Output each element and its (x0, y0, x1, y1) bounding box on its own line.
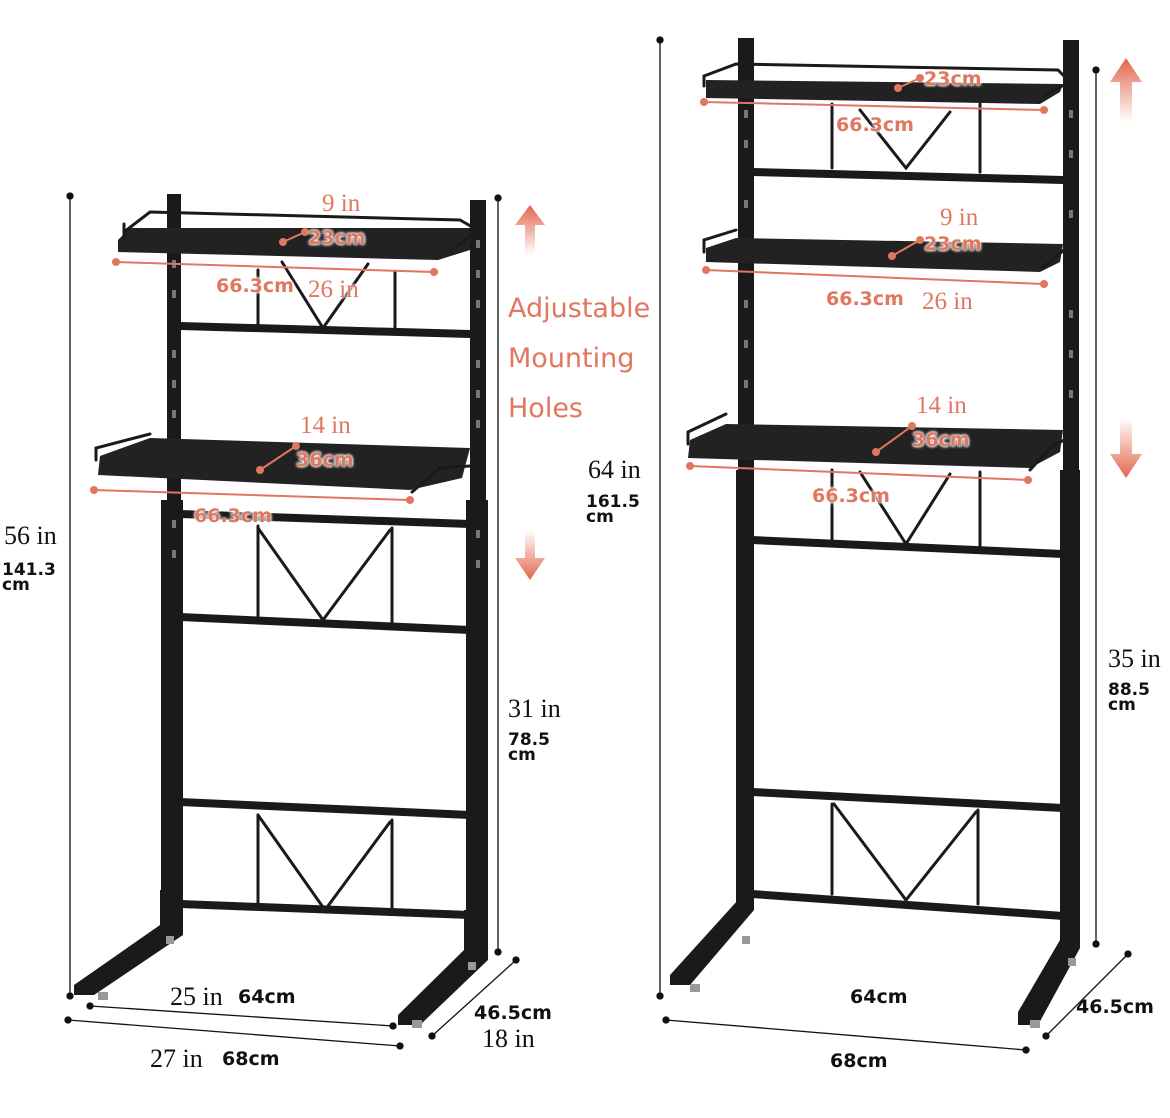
left-mid-shelf-depth-cm: 36cm (296, 449, 354, 471)
left-top-shelf-depth-in: 9 in (322, 190, 361, 217)
left-rack-top-shelf (118, 228, 470, 260)
left-top-shelf-width-cm: 66.3cm (216, 275, 294, 297)
left-clearance-height-cm-unit: cm (508, 745, 536, 765)
left-adjust-up-arrow (515, 205, 545, 255)
right-total-height-in: 64 in (588, 455, 641, 484)
left-rack-foot-left (74, 890, 183, 995)
left-top-shelf-depth-cm: 23cm (308, 227, 366, 249)
right-rack-third-shelf (688, 424, 1063, 468)
right-adjust-down-arrow (1110, 418, 1142, 478)
right-rack-shelf-dimension-lines (686, 74, 1048, 484)
left-rack-middle-shelf (98, 438, 470, 490)
right-second-shelf-depth-cm: 23cm (924, 233, 982, 255)
left-total-height-cm-unit: cm (2, 575, 30, 595)
left-rack-front-post-left (161, 500, 183, 920)
right-third-shelf-depth-in: 14 in (916, 392, 967, 419)
left-total-height-cm: 141.3 cm (2, 560, 56, 595)
right-clearance-height-cm-unit: cm (1108, 695, 1136, 715)
left-adjust-down-arrow (515, 530, 545, 580)
right-total-height-cm-unit: cm (586, 507, 614, 527)
left-total-height-in: 56 in (4, 521, 57, 550)
left-mid-shelf-depth-in: 14 in (300, 412, 351, 439)
right-inner-width-cm: 64cm (850, 986, 908, 1008)
left-clearance-height-cm: 78.5 cm (508, 730, 550, 765)
left-outer-width-in: 27 in (150, 1044, 203, 1073)
adjustable-mounting-holes-note: Adjustable Mounting Holes (508, 293, 651, 424)
right-depth-cm: 46.5cm (1076, 996, 1154, 1018)
left-depth-in: 18 in (482, 1024, 535, 1053)
left-rack (74, 194, 488, 1028)
left-inner-width-in: 25 in (170, 982, 223, 1011)
right-total-height-cm: 161.5 cm (586, 492, 640, 527)
right-total-height-cm-value: 161.5 (586, 492, 640, 512)
right-rack-top-shelf (706, 80, 1063, 104)
left-depth-cm: 46.5cm (474, 1002, 552, 1024)
right-adjust-up-arrow (1110, 58, 1142, 122)
right-clearance-height-in: 35 in (1108, 644, 1161, 673)
right-rack (670, 38, 1080, 1028)
left-inner-width-cm: 64cm (238, 986, 296, 1008)
left-mid-shelf-width-cm: 66.3cm (194, 505, 272, 527)
right-clearance-height-cm-value: 88.5 (1108, 680, 1150, 700)
right-third-shelf-depth-cm: 36cm (912, 429, 970, 451)
right-rack-second-shelf (706, 238, 1063, 272)
right-third-shelf-width-cm: 66.3cm (812, 485, 890, 507)
right-rack-foot-left (670, 878, 754, 985)
right-outer-width-cm: 68cm (830, 1050, 888, 1072)
right-rack-front-post-left (736, 470, 754, 910)
right-second-shelf-width-cm: 66.3cm (826, 288, 904, 310)
left-clearance-height-in: 31 in (508, 694, 561, 723)
left-rack-foot-right (398, 910, 488, 1025)
left-total-height-cm-value: 141.3 (2, 560, 56, 580)
right-top-shelf-depth-cm: 23cm (924, 68, 982, 90)
right-clearance-height-cm: 88.5 cm (1108, 680, 1150, 715)
left-rack-shelf-dimension-lines (90, 228, 438, 504)
left-rack-front-post-right (466, 500, 488, 940)
left-outer-width-cm: 68cm (222, 1048, 280, 1070)
right-rack-dimension-lines (656, 36, 1132, 1054)
right-top-shelf-width-cm: 66.3cm (836, 114, 914, 136)
left-clearance-height-cm-value: 78.5 (508, 730, 550, 750)
left-rack-dimension-lines (64, 192, 520, 1050)
right-rack-foot-right (1018, 900, 1080, 1025)
left-top-shelf-width-in: 26 in (308, 276, 359, 303)
right-second-shelf-depth-in: 9 in (940, 204, 979, 231)
right-rack-front-post-right (1060, 470, 1080, 930)
right-second-shelf-width-in: 26 in (922, 288, 973, 315)
